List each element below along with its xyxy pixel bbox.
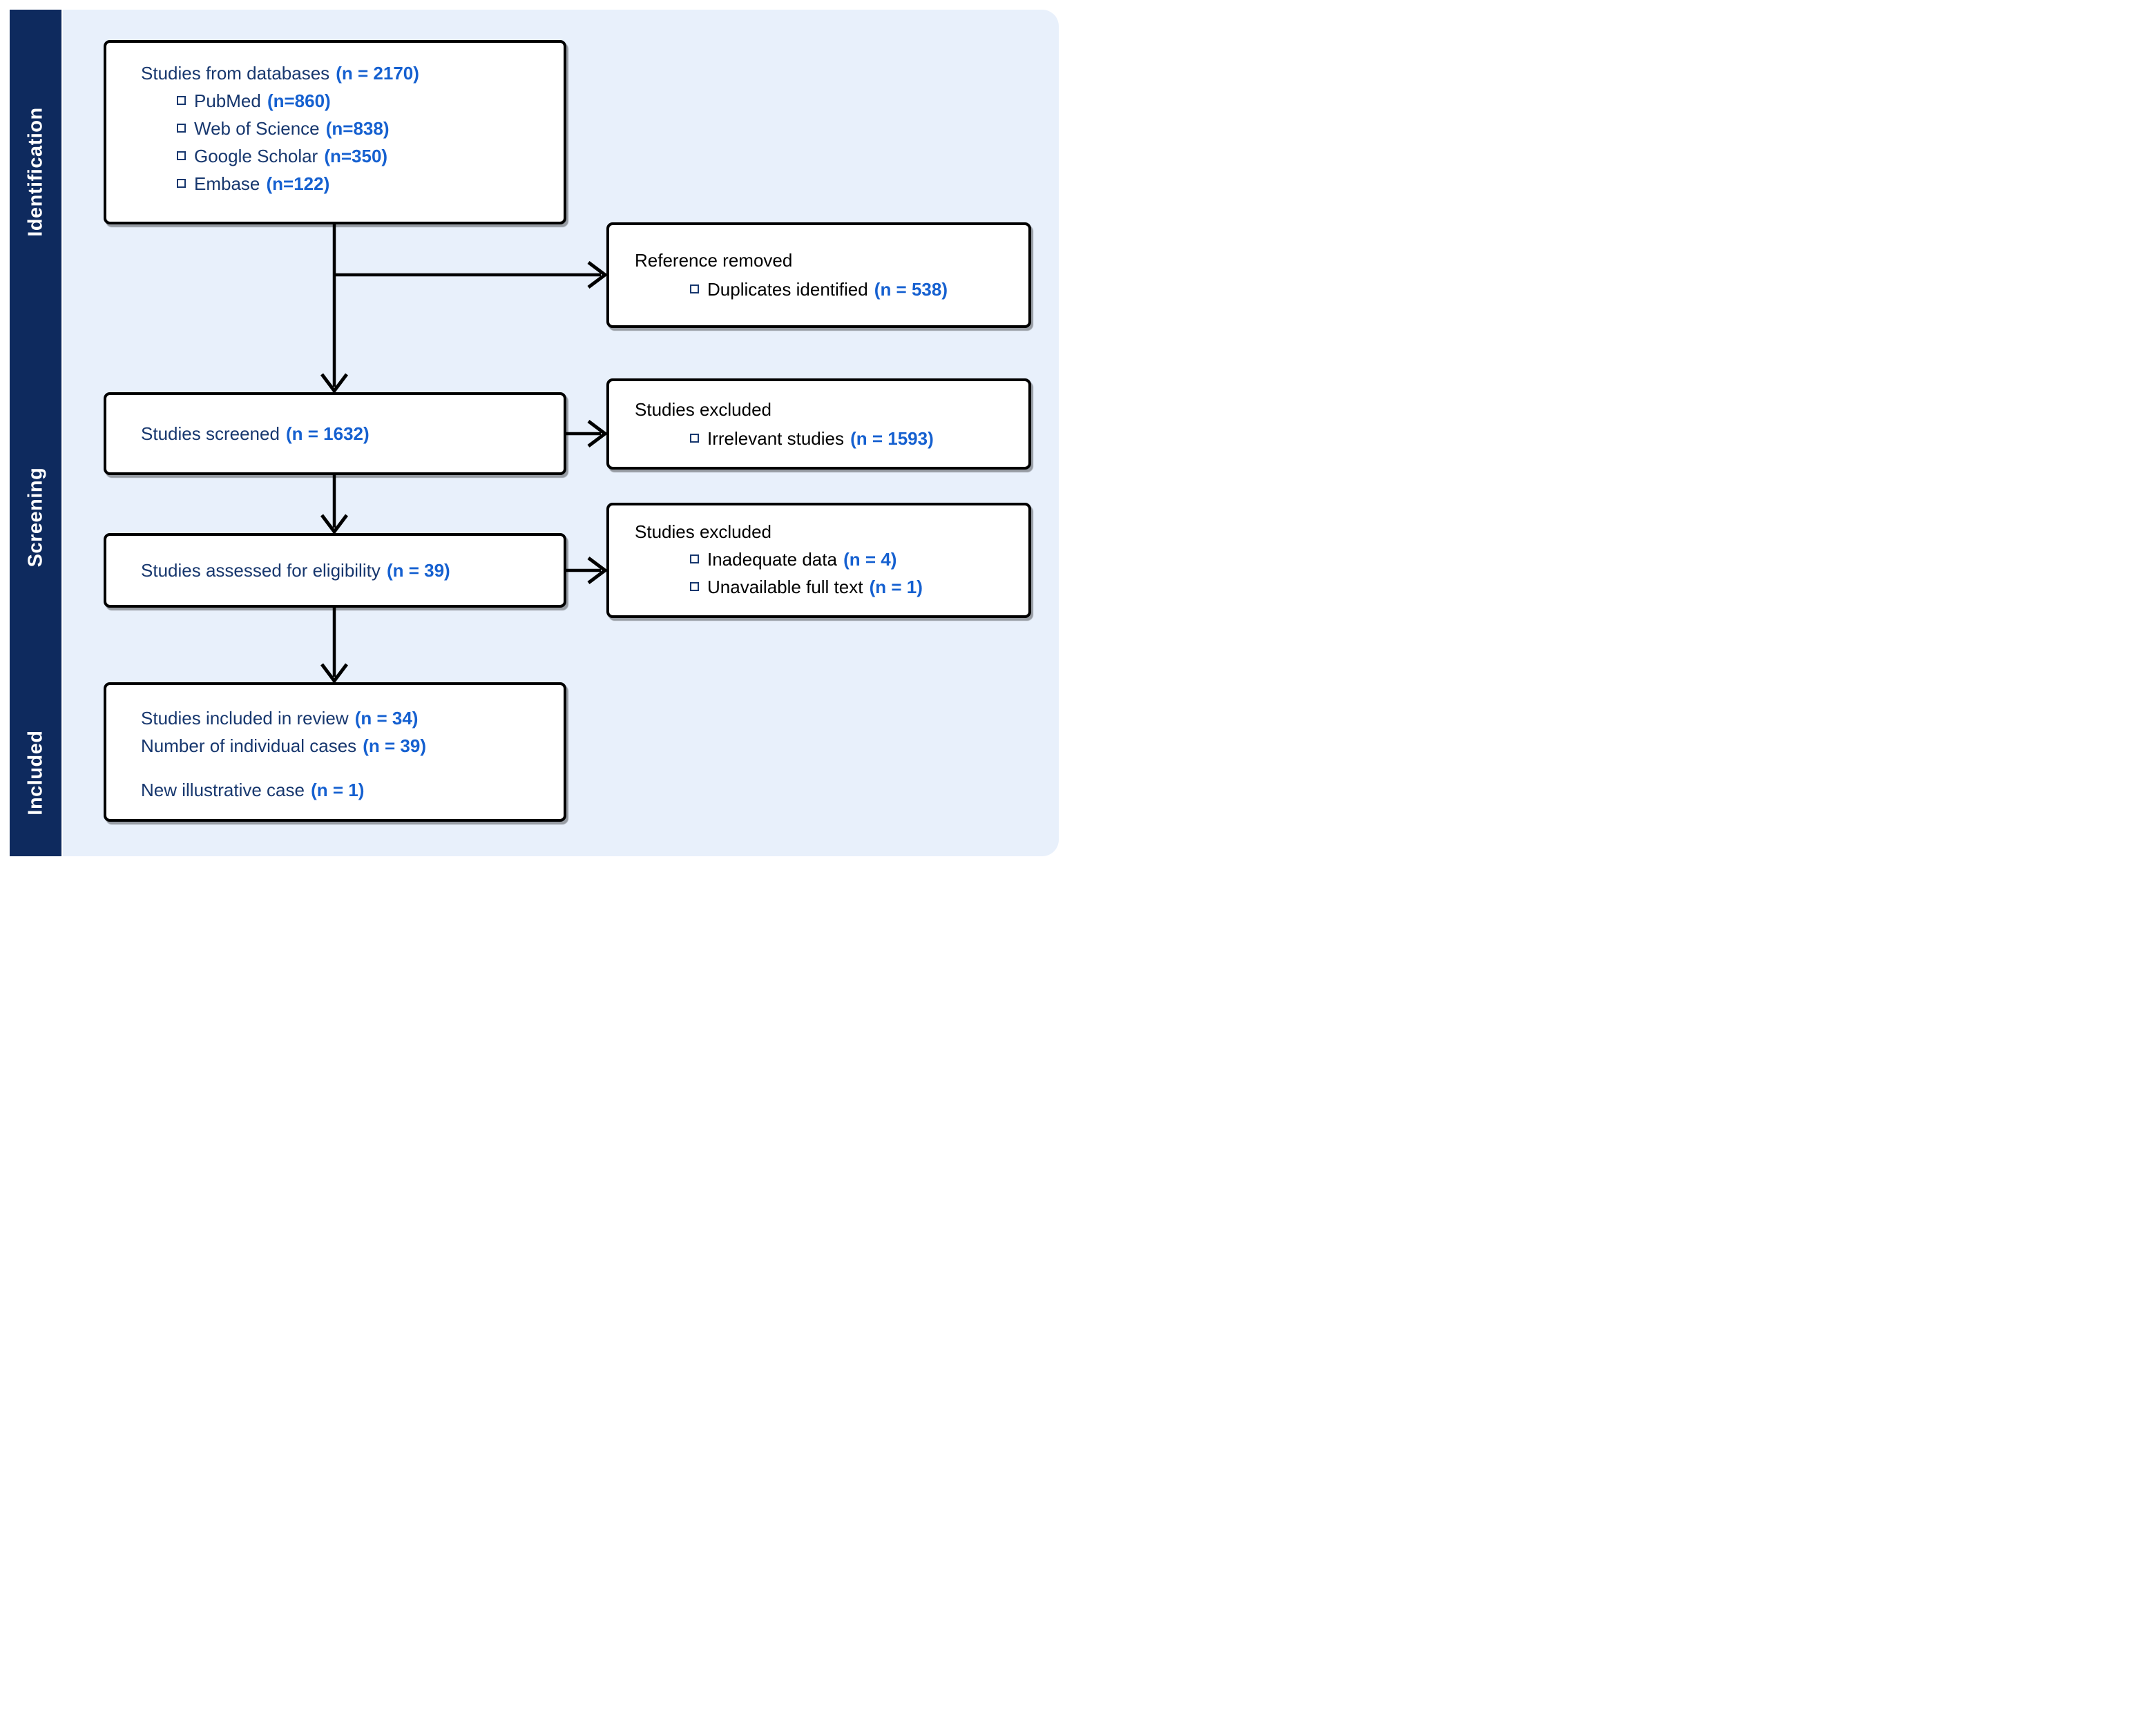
box-count: (n = 2170) — [336, 63, 419, 84]
box-title: Studies from databases — [141, 63, 330, 84]
included-label: Studies included in review — [141, 708, 349, 729]
reason-label: Irrelevant studies — [707, 428, 844, 449]
box-title-row: Studies assessed for eligibility(n = 39) — [141, 557, 450, 584]
box-studies-included: Studies included in review(n = 34) Numbe… — [104, 682, 566, 822]
list-item: Web of Science(n=838) — [141, 115, 550, 142]
reason-count: (n = 4) — [843, 549, 897, 570]
reason-label: Unavailable full text — [707, 577, 863, 597]
included-count: (n = 34) — [354, 708, 419, 729]
bullet-square-icon — [177, 124, 186, 133]
box-title: Studies screened — [141, 423, 280, 444]
box-title: Reference removed — [635, 250, 793, 271]
included-line: Number of individual cases (n = 39) — [141, 732, 550, 760]
box-title-row: Studies from databases (n = 2170) — [141, 59, 550, 87]
box-title-row: Studies excluded — [635, 395, 1017, 424]
list-item: Google Scholar (n=350) — [141, 142, 550, 170]
database-count: (n=122) — [266, 173, 330, 194]
included-count: (n = 1) — [311, 780, 365, 800]
included-count: (n = 39) — [363, 735, 426, 756]
bullet-square-icon — [177, 179, 186, 188]
included-line: New illustrative case (n = 1) — [141, 776, 550, 804]
box-title: Studies excluded — [635, 399, 772, 420]
stage-label-screening: Screening — [24, 467, 46, 568]
box-studies-assessed-eligibility: Studies assessed for eligibility(n = 39) — [104, 533, 566, 608]
bullet-square-icon — [690, 284, 699, 293]
box-reference-removed: Reference removed Duplicates identified (… — [606, 222, 1031, 328]
box-title: Studies excluded — [635, 521, 772, 542]
bullet-square-icon — [177, 151, 186, 160]
included-line: Studies included in review(n = 34) — [141, 704, 550, 732]
database-label: PubMed — [194, 90, 261, 111]
box-title: Studies assessed for eligibility — [141, 560, 381, 581]
database-count: (n=860) — [267, 90, 331, 111]
bullet-square-icon — [690, 434, 699, 443]
box-title-row: Studies excluded — [635, 518, 1017, 546]
database-count: (n=350) — [324, 146, 388, 166]
database-label: Web of Science — [194, 118, 320, 139]
list-item: Unavailable full text (n = 1) — [635, 573, 1017, 601]
list-item: Irrelevant studies (n = 1593) — [635, 424, 1017, 453]
reason-count: (n = 1) — [869, 577, 923, 597]
reason-count: (n = 1593) — [850, 428, 934, 449]
reason-label: Inadequate data — [707, 549, 837, 570]
included-label: Number of individual cases — [141, 735, 357, 756]
box-studies-excluded-screening: Studies excluded Irrelevant studies (n = … — [606, 378, 1031, 470]
list-item: PubMed (n=860) — [141, 87, 550, 115]
bullet-square-icon — [690, 582, 699, 591]
reason-count: (n = 538) — [874, 279, 948, 300]
box-studies-excluded-eligibility: Studies excluded Inadequate data(n = 4) … — [606, 503, 1031, 618]
stage-label-identification: Identification — [24, 107, 46, 237]
box-count: (n = 39) — [386, 560, 450, 581]
box-count: (n = 1632) — [286, 423, 370, 444]
database-label: Embase — [194, 173, 260, 194]
stage-label-included: Included — [24, 730, 46, 816]
bullet-square-icon — [177, 96, 186, 105]
database-label: Google Scholar — [194, 146, 318, 166]
box-studies-screened: Studies screened (n = 1632) — [104, 392, 566, 475]
bullet-square-icon — [690, 554, 699, 563]
stage-sidebar: Identification Screening Included — [10, 10, 61, 856]
prisma-flow-diagram: Identification Screening Included Studie… — [0, 0, 1070, 868]
list-item: Embase (n=122) — [141, 170, 550, 197]
list-item: Inadequate data (n = 4) — [635, 546, 1017, 573]
box-studies-from-databases: Studies from databases (n = 2170) PubMed (… — [104, 40, 566, 224]
box-title-row: Studies screened (n = 1632) — [141, 420, 370, 447]
line-gap — [141, 760, 550, 776]
box-title-row: Reference removed — [635, 246, 1017, 275]
list-item: Duplicates identified (n = 538) — [635, 275, 1017, 304]
reason-label: Duplicates identified — [707, 279, 868, 300]
database-count: (n=838) — [325, 118, 390, 139]
included-label: New illustrative case — [141, 780, 305, 800]
